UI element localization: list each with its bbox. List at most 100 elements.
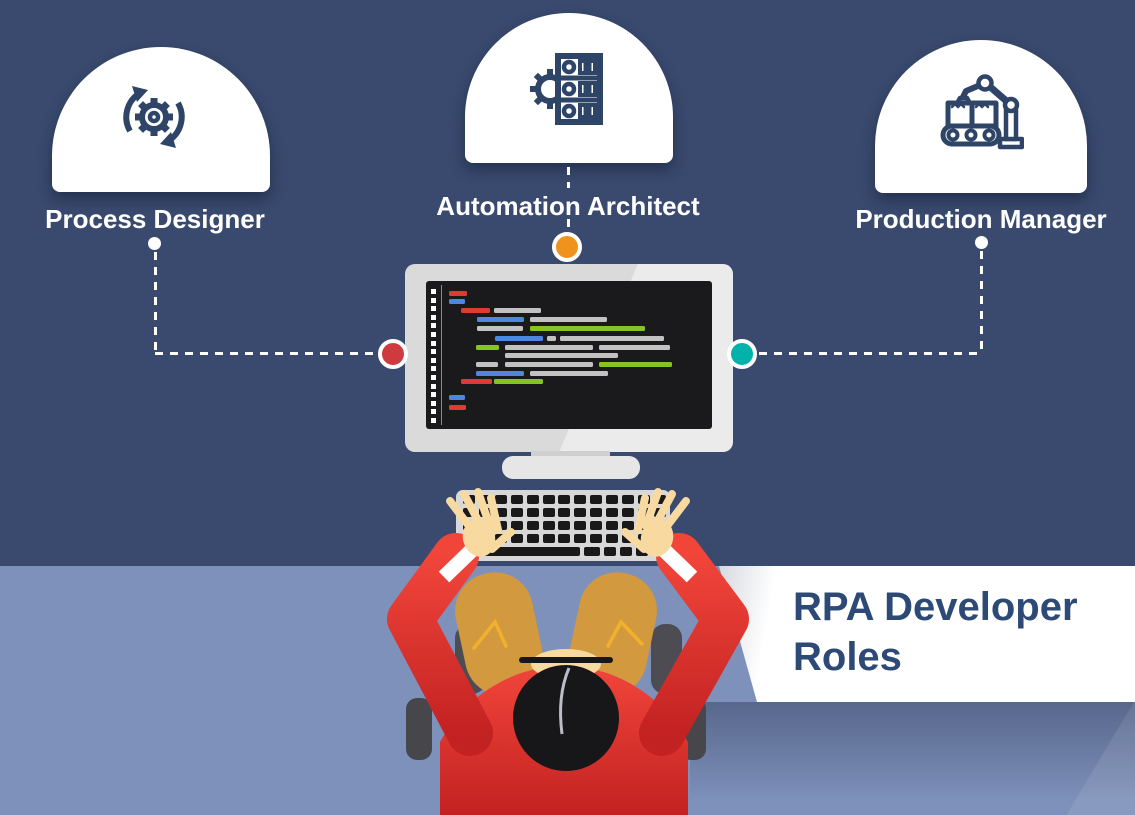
code-line-segment xyxy=(477,317,524,322)
keyboard-key xyxy=(542,495,555,504)
keyboard-key xyxy=(653,495,666,504)
keyboard-key xyxy=(542,521,555,530)
keyboard-key xyxy=(590,508,603,517)
code-line-segment xyxy=(530,317,607,322)
right-cuff xyxy=(657,543,698,583)
connector-start-dot-right xyxy=(974,236,988,249)
page-title-line1: RPA Developer xyxy=(793,585,1078,629)
gutter-separator xyxy=(440,285,442,425)
line-number-square xyxy=(431,366,436,372)
code-line-segment xyxy=(599,362,672,367)
code-line-segment xyxy=(494,379,543,384)
line-number-square xyxy=(431,289,436,294)
role-label-production-manager: Production Manager xyxy=(855,204,1107,234)
keyboard-key xyxy=(558,495,571,504)
code-line-segment xyxy=(449,291,467,296)
connector-line xyxy=(155,352,377,355)
line-number-square xyxy=(431,323,436,329)
code-line-segment xyxy=(547,336,556,341)
monitor-stand-neck xyxy=(531,451,610,458)
keyboard-key xyxy=(510,508,523,517)
keyboard-key xyxy=(526,534,539,543)
keyboard-key xyxy=(558,521,571,530)
keyboard-key xyxy=(590,495,603,504)
line-number-square xyxy=(431,392,436,398)
code-line-segment xyxy=(461,308,490,313)
keyboard-key xyxy=(620,547,632,556)
keyboard-key xyxy=(558,508,571,517)
line-number-square xyxy=(431,418,436,423)
person-head xyxy=(513,649,619,771)
code-line-segment xyxy=(495,336,543,341)
code-line-segment xyxy=(505,362,593,367)
page-title: RPA Developer Roles xyxy=(793,582,1078,683)
server-gear-icon xyxy=(530,53,603,125)
keyboard-key xyxy=(526,508,539,517)
keyboard-key xyxy=(478,495,491,504)
robot-arm-icon xyxy=(940,74,1024,150)
code-screen xyxy=(426,281,712,429)
monitor xyxy=(405,264,733,452)
line-number-square xyxy=(431,400,436,406)
keyboard-key xyxy=(494,508,507,517)
line-number-square xyxy=(431,357,436,363)
desk-shadow-under-banner xyxy=(690,702,1135,802)
page-title-line2: Roles xyxy=(793,635,902,680)
keyboard-key xyxy=(574,495,587,504)
process-designer-dot xyxy=(378,339,408,369)
keyboard-key xyxy=(606,534,619,543)
pants-chevrons xyxy=(472,618,644,650)
line-number-square xyxy=(431,314,436,320)
connector-line xyxy=(979,251,983,351)
code-line-segment xyxy=(494,308,541,313)
keyboard-key xyxy=(622,521,634,530)
code-line-segment xyxy=(449,299,465,304)
code-line-segment xyxy=(599,345,670,350)
keyboard-key xyxy=(542,534,555,543)
left-cuff xyxy=(438,543,479,583)
connector-line xyxy=(566,167,570,188)
production-manager-dot xyxy=(727,339,757,369)
line-number-square xyxy=(431,409,436,415)
code-line-segment xyxy=(530,326,645,331)
code-line-segment xyxy=(461,379,492,384)
line-number-square xyxy=(431,340,436,346)
keyboard-key xyxy=(604,547,616,556)
keyboard-key xyxy=(606,508,619,517)
code-line-segment xyxy=(530,371,608,376)
title-banner: RPA Developer Roles xyxy=(719,566,1135,702)
code-line-segment xyxy=(505,345,593,350)
code-line-segment xyxy=(449,405,466,410)
keyboard-key xyxy=(526,495,539,504)
keyboard-key xyxy=(584,547,600,556)
code-line-segment xyxy=(476,345,499,350)
keyboard-key xyxy=(606,521,619,530)
code-line-segment xyxy=(476,371,524,376)
line-number-square xyxy=(431,332,436,337)
keyboard-key xyxy=(480,547,580,556)
code-line-segment xyxy=(449,395,465,400)
person-hands xyxy=(446,488,690,557)
role-label-process-designer: Process Designer xyxy=(45,204,265,234)
keyboard-key xyxy=(463,508,475,517)
line-number-square xyxy=(431,375,436,380)
keyboard-key xyxy=(622,508,634,517)
connector-line xyxy=(153,252,157,352)
monitor-stand-base xyxy=(502,456,640,479)
keyboard-key xyxy=(590,521,603,530)
line-number-square xyxy=(431,383,436,389)
automation-architect-dot xyxy=(552,232,582,262)
keyboard-key xyxy=(510,521,523,530)
keyboard-key xyxy=(510,495,523,504)
connector-start-dot-left xyxy=(148,237,161,250)
keyboard-key xyxy=(558,534,571,543)
keyboard-key xyxy=(574,508,587,517)
keyboard-key xyxy=(542,508,555,517)
developer-person-illustration xyxy=(387,488,749,815)
code-line-segment xyxy=(560,336,664,341)
keyboard-key xyxy=(622,495,634,504)
connector-line xyxy=(566,219,570,234)
banner-edge-shadow xyxy=(719,566,1135,702)
keyboard-key xyxy=(574,521,587,530)
